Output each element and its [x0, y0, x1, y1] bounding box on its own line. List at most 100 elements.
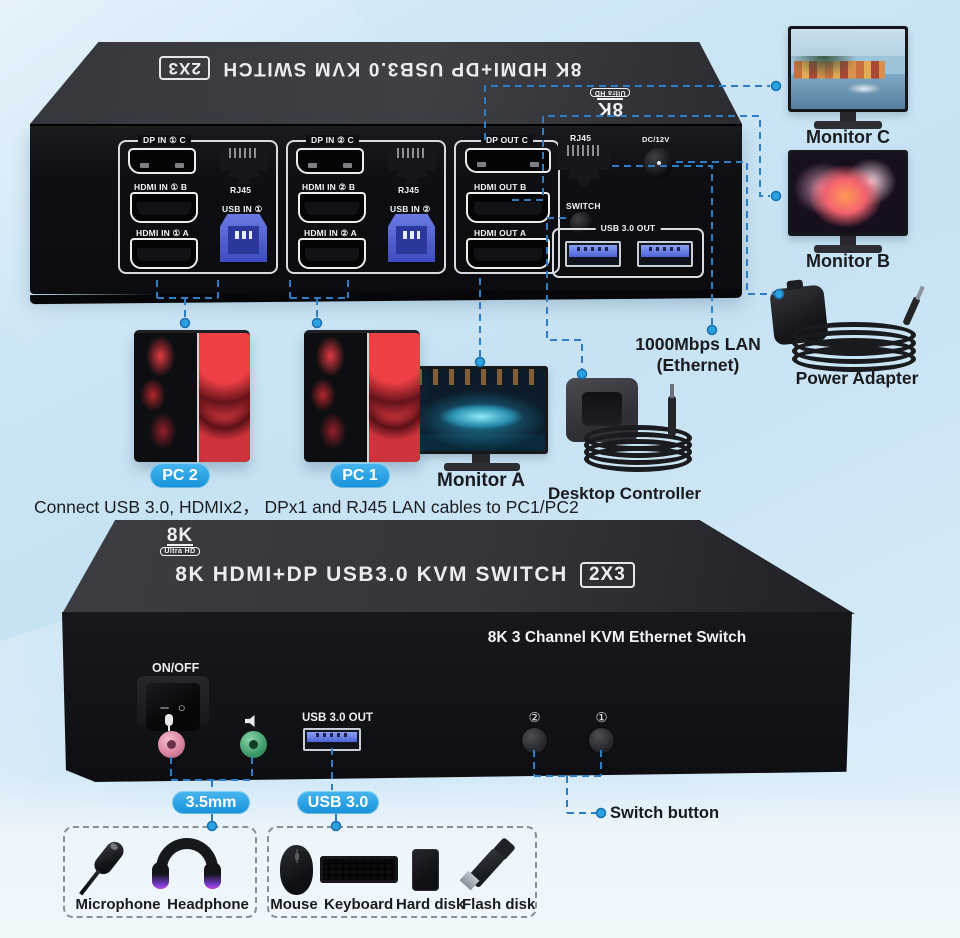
headphone-cup-left	[152, 862, 169, 889]
desktop-controller-cable	[584, 425, 692, 472]
mouse-icon	[280, 845, 313, 895]
switch-button-1	[588, 727, 615, 754]
mic-jack-pink	[158, 731, 185, 758]
usb-in-1-label: USB IN ①	[222, 204, 263, 214]
power-adapter-cable	[792, 322, 916, 372]
dc-12v-label: DC/12V	[642, 135, 670, 144]
rj45-port-pc2	[388, 146, 436, 184]
monitor-b-screen	[791, 153, 905, 233]
kvm-front-top-face	[62, 520, 855, 614]
audio-peripherals-box	[63, 826, 257, 918]
device-title: 8K HDMI+DP USB3.0 KVM SWITCH	[221, 58, 582, 79]
usb-peripherals-box	[267, 826, 537, 918]
monitor-c-screen	[791, 29, 905, 109]
usb3-out-port-1	[565, 241, 621, 267]
device-badge-2x3: 2X3	[158, 56, 210, 80]
hdmi-in-1a-label: HDMI IN ① A	[136, 228, 189, 238]
monitor-c	[788, 26, 908, 112]
monitor-b-stand	[840, 236, 856, 246]
audio-jack-green	[240, 731, 267, 758]
pc2-badge: PC 2	[150, 463, 210, 488]
switch-button-2	[521, 727, 548, 754]
device-title-front: 8K HDMI+DP USB3.0 KVM SWITCH	[175, 563, 568, 586]
rj45-label-pc2: RJ45	[398, 185, 420, 195]
hdmi-in-2a-port	[298, 238, 366, 269]
switch-button-label: Switch button	[610, 804, 720, 822]
port-group-pc2: DP IN ② C RJ45 HDMI IN ② B USB IN ② HDMI…	[286, 135, 446, 274]
desktop-controller-label: Desktop Controller	[548, 484, 702, 503]
hard-disk-icon	[412, 849, 439, 891]
monitor-a-stand	[472, 454, 490, 464]
usb-b-port-pc2	[388, 214, 435, 262]
hdmi-out-a-port	[466, 238, 550, 269]
dp-in-2-port	[296, 148, 364, 174]
dc-power-jack	[644, 148, 674, 178]
port-group-outputs: DP OUT C HDMI OUT B HDMI OUT A	[454, 135, 560, 274]
keyboard-label: Keyboard	[324, 896, 394, 913]
controller-35mm-plug-tip	[670, 384, 674, 398]
hdmi-in-2a-label: HDMI IN ② A	[304, 228, 357, 238]
monitor-a	[414, 366, 548, 454]
lan-label: 1000Mbps LAN (Ethernet)	[635, 334, 761, 375]
pc-tower-1	[304, 330, 420, 462]
device-badge-2x3-front: 2X3	[579, 562, 635, 588]
dot-pc2	[179, 317, 191, 329]
8k-ultra-hd-logo: 8K Ultra HD	[578, 88, 642, 119]
switch-jack-label: SWITCH	[566, 201, 601, 211]
mouse-label: Mouse	[270, 896, 318, 913]
power-adapter-label: Power Adapter	[795, 368, 919, 388]
hdmi-in-2b-label: HDMI IN ② B	[302, 182, 356, 192]
usb3-out-group: USB 3.0 OUT	[552, 223, 704, 278]
button-2-label: ②	[528, 710, 541, 725]
controller-35mm-plug	[668, 396, 676, 436]
kvm-front-panel: 8K 3 Channel KVM Ethernet Switch ON/OFF …	[62, 612, 852, 782]
caption-text: Connect USB 3.0, HDMIx2， DPx1 and RJ45 L…	[34, 497, 579, 517]
usb30-badge: USB 3.0	[297, 791, 379, 814]
hdmi-out-a-label: HDMI OUT A	[474, 228, 527, 238]
monitor-b-label: Monitor B	[806, 251, 890, 271]
keyboard-icon	[320, 856, 398, 883]
hdmi-in-1b-port	[130, 192, 198, 223]
dp-in-2-label: DP IN ② C	[306, 135, 359, 146]
35mm-badge: 3.5mm	[172, 791, 250, 814]
usb3-out-label: USB 3.0 OUT	[595, 223, 661, 233]
flash-disk-label: Flash disk	[462, 896, 536, 913]
port-group-pc1: DP IN ① C RJ45 HDMI IN ① B USB IN ① HDMI…	[118, 135, 278, 274]
monitor-a-base	[444, 463, 520, 471]
microphone-icon	[165, 714, 173, 731]
microphone-label: Microphone	[75, 896, 161, 913]
on-off-label: ON/OFF	[152, 661, 200, 675]
dp-out-label: DP OUT C	[480, 135, 534, 145]
monitor-c-base	[814, 121, 882, 129]
dot-monitor-b	[770, 190, 782, 202]
monitor-b	[788, 150, 908, 236]
rj45-lan-label: RJ45	[570, 133, 592, 143]
power-adapter-plug-tip	[915, 285, 925, 301]
usb-b-port-pc1	[220, 214, 267, 262]
hdmi-in-1b-label: HDMI IN ① B	[134, 182, 188, 192]
monitor-a-screen	[417, 369, 545, 451]
kvm-rear-panel: DP IN ① C RJ45 HDMI IN ① B USB IN ① HDMI…	[30, 124, 742, 294]
dp-in-1-label: DP IN ① C	[138, 135, 191, 146]
hard-disk-label: Hard disk	[396, 896, 465, 913]
8k-ultra-hd-logo-front: 8K Ultra HD	[148, 526, 212, 556]
monitor-c-stand	[840, 112, 856, 122]
rj45-lan-port	[558, 142, 610, 186]
monitor-a-label: Monitor A	[437, 470, 525, 491]
dp-in-1-port	[128, 148, 196, 174]
pc1-badge: PC 1	[330, 463, 390, 488]
dot-monitor-c	[770, 80, 782, 92]
hdmi-in-2b-port	[298, 192, 366, 223]
speaker-icon	[245, 715, 255, 727]
monitor-b-base	[814, 245, 882, 253]
kvm-front-title: 8K HDMI+DP USB3.0 KVM SWITCH 2X3	[120, 562, 690, 588]
power-rocker-switch: – ○	[137, 676, 209, 731]
rj45-port-pc1	[220, 146, 268, 184]
hdmi-out-b-label: HDMI OUT B	[474, 182, 527, 192]
usb-in-2-label: USB IN ②	[390, 204, 431, 214]
usb3-out-port-2	[637, 241, 693, 267]
monitor-c-label: Monitor C	[806, 127, 890, 147]
pc-tower-2	[134, 330, 250, 462]
button-1-label: ①	[595, 710, 608, 725]
